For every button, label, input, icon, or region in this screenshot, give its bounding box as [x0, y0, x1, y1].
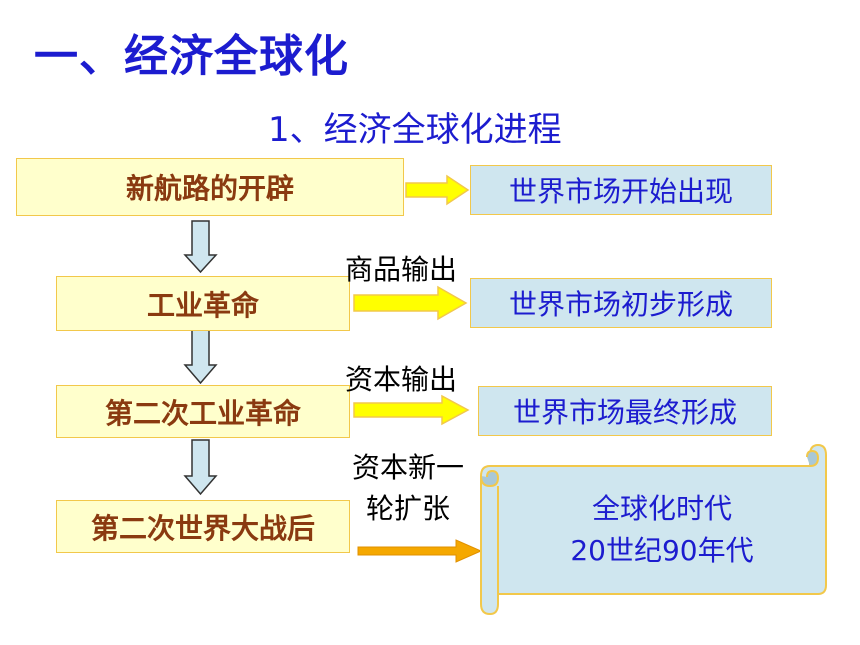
scroll-shape: [480, 443, 827, 616]
right-arrow-1: [405, 174, 470, 206]
stage-box-post-wwii: 第二次世界大战后: [56, 500, 350, 553]
stage-label: 工业革命: [146, 288, 259, 322]
outcome-box-market-appears: 世界市场开始出现: [470, 165, 772, 215]
arrow-label-capital-export: 资本输出: [345, 363, 458, 396]
down-arrow-2: [183, 329, 218, 385]
arrow-label-new-expansion-line2: 轮扩张: [366, 492, 451, 525]
stage-label: 第二次世界大战后: [90, 511, 315, 545]
page-subtitle: 1、经济全球化进程: [268, 110, 562, 150]
right-arrow-4: [357, 539, 483, 563]
right-arrow-2: [353, 285, 468, 321]
outcome-label: 世界市场最终形成: [512, 396, 737, 429]
stage-box-second-industrial-revolution: 第二次工业革命: [56, 385, 350, 438]
right-arrow-3: [353, 394, 470, 426]
outcome-label: 世界市场初步形成: [508, 288, 733, 321]
arrow-label-commodity-export: 商品输出: [345, 253, 458, 286]
stage-label: 新航路的开辟: [125, 172, 294, 205]
outcome-box-market-initially-formed: 世界市场初步形成: [470, 278, 772, 328]
down-arrow-1: [183, 220, 218, 274]
outcome-label: 世界市场开始出现: [508, 175, 733, 208]
outcome-box-market-finally-formed: 世界市场最终形成: [478, 386, 772, 436]
stage-label: 第二次工业革命: [104, 396, 301, 430]
stage-box-industrial-revolution: 工业革命: [56, 276, 350, 331]
scroll-text-line1: 全球化时代: [591, 492, 732, 525]
scroll-text-line2: 20世纪90年代: [570, 534, 754, 567]
arrow-label-new-expansion-line1: 资本新一: [352, 451, 465, 484]
stage-box-new-sea-routes: 新航路的开辟: [16, 158, 404, 216]
down-arrow-3: [183, 439, 218, 496]
page-title: 一、经济全球化: [34, 31, 349, 82]
